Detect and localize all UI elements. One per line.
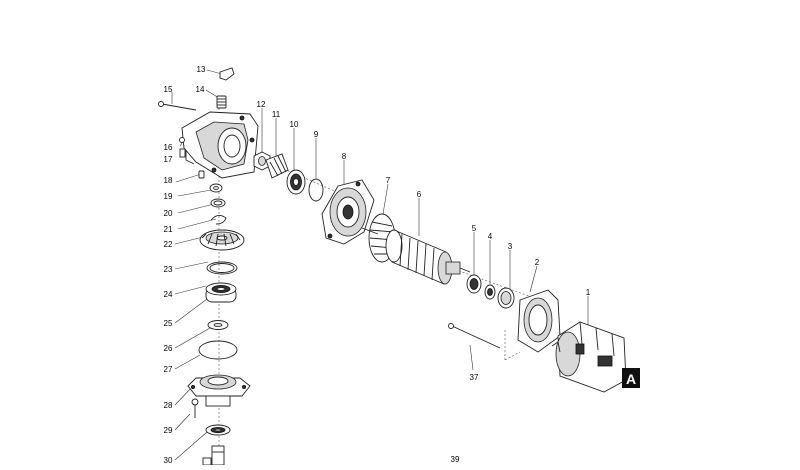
callout-13: 13 xyxy=(197,65,206,74)
callout-37: 37 xyxy=(470,373,479,382)
part-15-screw xyxy=(158,101,197,111)
part-1-field xyxy=(551,321,627,393)
page-number: 39 xyxy=(451,455,460,464)
part-4-ring xyxy=(484,284,496,300)
callout-28: 28 xyxy=(164,401,173,410)
part-10-bearing xyxy=(286,169,306,195)
callout-labels: 1 2 3 4 5 6 7 8 9 10 11 12 13 14 15 16 1… xyxy=(164,65,591,465)
part-3-rubber-ring xyxy=(497,287,515,309)
part-20-ring xyxy=(210,198,226,208)
part-29-ring xyxy=(205,424,231,436)
section-marker-label: A xyxy=(626,371,636,387)
callout-12: 12 xyxy=(257,100,266,109)
callout-22: 22 xyxy=(164,240,173,249)
callout-5: 5 xyxy=(472,224,477,233)
part-13-lever xyxy=(219,67,235,81)
callout-2: 2 xyxy=(535,258,540,267)
part-18-pin xyxy=(198,170,205,179)
part-9-o-ring xyxy=(308,178,324,202)
callout-4: 4 xyxy=(488,232,493,241)
callout-7: 7 xyxy=(386,176,391,185)
callout-1: 1 xyxy=(586,288,591,297)
part-11-pinion xyxy=(265,153,289,179)
part-23-retaining-ring xyxy=(206,261,238,275)
callout-17: 17 xyxy=(164,155,173,164)
part-37-screw xyxy=(448,323,501,349)
callout-14: 14 xyxy=(196,85,205,94)
callout-10: 10 xyxy=(290,120,299,129)
callout-11: 11 xyxy=(272,110,281,119)
callout-19: 19 xyxy=(164,192,173,201)
part-26-o-ring xyxy=(198,340,238,360)
part-25-washer xyxy=(207,320,229,330)
callout-26: 26 xyxy=(164,344,173,353)
part-14-spring xyxy=(216,95,227,109)
callout-16: 16 xyxy=(164,143,173,152)
part-6-armature xyxy=(385,229,471,285)
callout-27: 27 xyxy=(164,365,173,374)
part-28-screw xyxy=(191,398,199,418)
part-19-washer xyxy=(209,183,223,193)
part-22-bevel-gear xyxy=(199,229,245,251)
callout-3: 3 xyxy=(508,242,513,251)
part-21-clip xyxy=(210,215,227,225)
callout-29: 29 xyxy=(164,426,173,435)
part-24-bearing xyxy=(205,282,237,303)
callout-25: 25 xyxy=(164,319,173,328)
part-16-17-pins xyxy=(179,137,186,158)
callout-18: 18 xyxy=(164,176,173,185)
gear-housing xyxy=(181,111,259,179)
callout-24: 24 xyxy=(164,290,173,299)
callout-20: 20 xyxy=(164,209,173,218)
part-8-baffle-plate xyxy=(321,179,375,245)
callout-23: 23 xyxy=(164,265,173,274)
callout-8: 8 xyxy=(342,152,347,161)
callout-30: 30 xyxy=(164,456,173,465)
callout-15: 15 xyxy=(164,85,173,94)
part-5-bearing xyxy=(466,274,482,294)
callout-21: 21 xyxy=(164,225,173,234)
part-30-spindle xyxy=(202,445,225,466)
section-marker: A xyxy=(622,368,640,388)
part-2-baffle xyxy=(517,289,561,353)
callout-6: 6 xyxy=(417,190,422,199)
part-27-bearing-box xyxy=(187,374,251,407)
callout-9: 9 xyxy=(314,130,319,139)
